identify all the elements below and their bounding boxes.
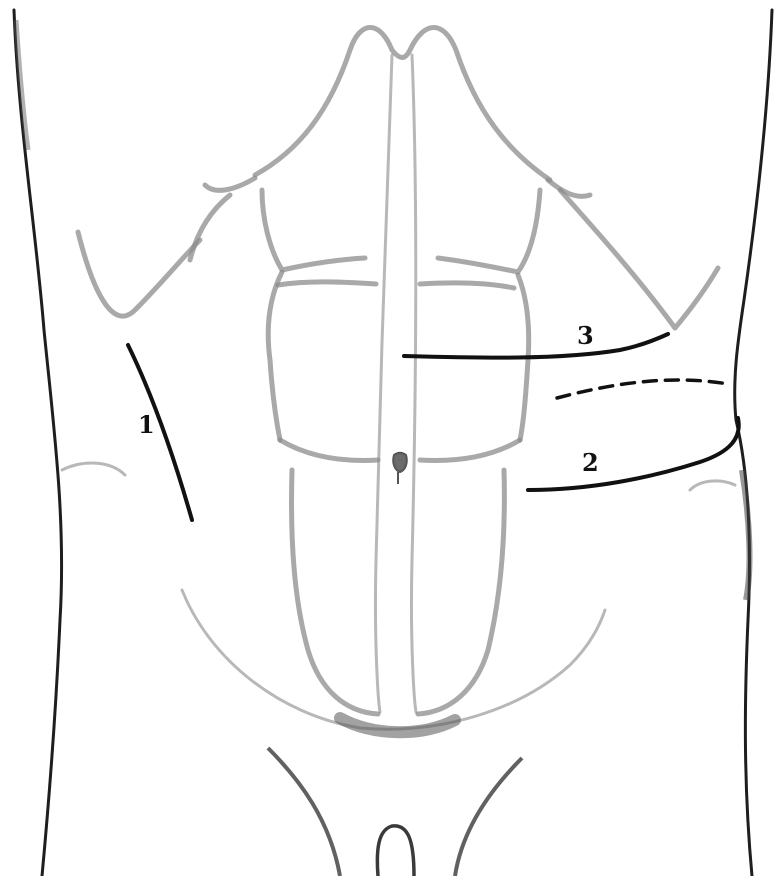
right-costal-margin [560,190,718,328]
left-thigh-line [268,748,340,876]
right-iliac-hint [690,481,735,490]
incision-2-line [528,418,739,490]
linea-alba-right [411,55,416,712]
left-lower-rectus [292,470,378,714]
left-intersection-mid [278,282,376,285]
left-flank-outline [14,10,62,876]
incision-3-line [404,334,668,358]
left-rectus-segment-1 [262,190,365,270]
right-lower-rectus [418,470,504,714]
left-costal-margin-inner [190,195,230,260]
right-pectoral-border [548,180,590,196]
left-iliac-hint [62,463,125,475]
linea-alba-left [375,55,392,712]
right-flank-outline [735,10,772,876]
left-costal-margin [78,232,200,316]
left-rectus-segment-2 [268,272,282,440]
right-rectus-tendinous-1 [420,440,520,460]
incision-2-dashed [557,380,728,398]
incision-3-label: 3 [577,321,594,350]
left-pectoral-border [205,178,255,190]
sternal-notch-outline [255,28,550,181]
umbilicus [393,453,407,484]
incision-1-label: 1 [138,410,155,439]
right-flank-shading [742,470,749,600]
right-thigh-line [455,758,522,876]
genital-outline [377,826,414,876]
inguinal-arc [182,590,605,729]
incision-2-label: 2 [582,448,599,477]
pubic-shading [340,718,455,732]
right-intersection-mid [420,283,514,288]
right-rectus-segment-1 [438,190,540,272]
left-rectus-tendinous-1 [280,440,378,460]
